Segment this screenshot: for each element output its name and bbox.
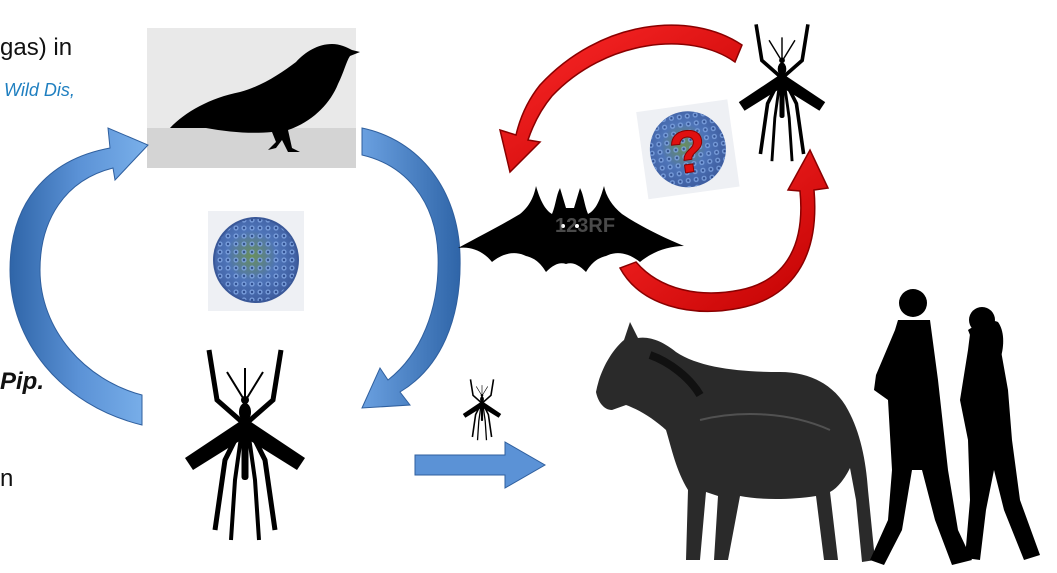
virus-icon — [208, 211, 304, 311]
small-mosquito-icon — [463, 379, 501, 440]
mosquito-icon-top-right — [739, 24, 825, 161]
arrow-to-mammals — [415, 442, 545, 488]
virus-question-icon: ? — [636, 99, 739, 199]
arrow-bird-to-mosquito — [362, 128, 460, 408]
arrow-mosquito-to-bird — [10, 128, 148, 425]
watermark-text: 123RF — [555, 215, 615, 237]
mosquito-icon — [185, 350, 305, 540]
bird-icon — [147, 28, 360, 168]
people-icon — [870, 289, 1040, 565]
horse-icon — [596, 322, 875, 562]
